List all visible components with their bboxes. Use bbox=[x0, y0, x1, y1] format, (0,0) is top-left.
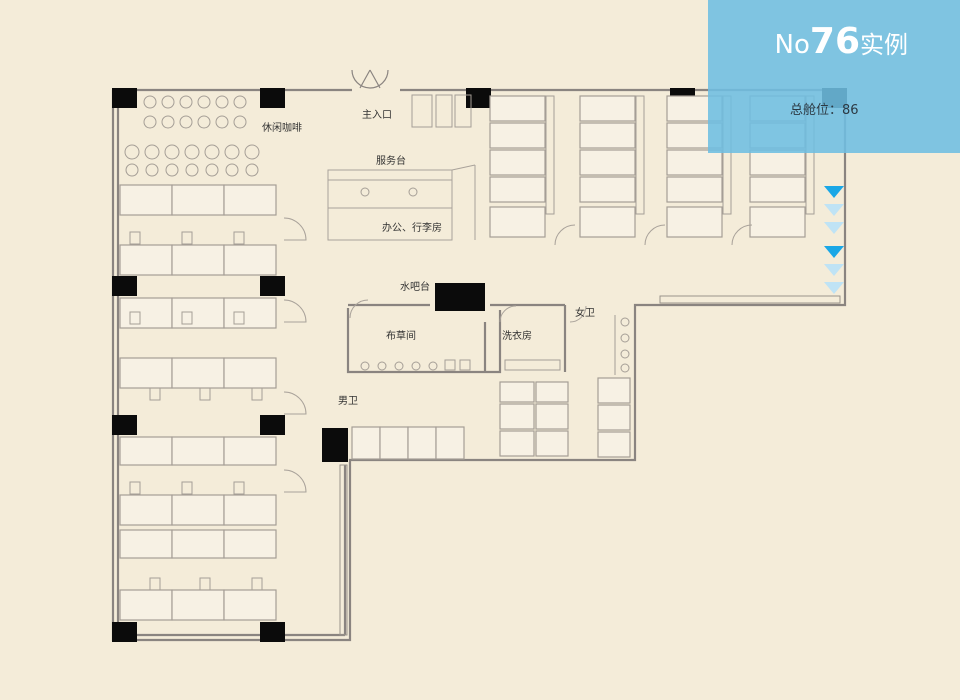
capsule-ladders-right bbox=[545, 95, 815, 215]
exit-arrow bbox=[824, 204, 844, 216]
service-rooms bbox=[346, 299, 587, 374]
case-info-panel: No76实例 总舱位：86 bbox=[708, 0, 960, 153]
label-lounge: 休闲咖啡 bbox=[262, 121, 302, 134]
label-office: 办公、行李房 bbox=[382, 221, 442, 234]
pillar bbox=[112, 415, 137, 435]
label-water-bar: 水吧台 bbox=[400, 280, 430, 293]
pillar bbox=[112, 622, 137, 642]
capsule-capacity: 总舱位：86 bbox=[790, 99, 859, 118]
pillar bbox=[466, 88, 491, 108]
entrance-doors bbox=[351, 69, 389, 89]
outer-walls bbox=[111, 88, 847, 642]
toilet-stalls-mens bbox=[351, 426, 465, 460]
hatched-wall-left bbox=[339, 464, 348, 636]
womens-washroom-fixtures bbox=[614, 315, 630, 375]
pillar bbox=[112, 276, 137, 296]
label-linen: 布草间 bbox=[386, 329, 416, 342]
exit-arrow bbox=[824, 264, 844, 276]
capsule-block-left bbox=[119, 184, 277, 621]
pillar bbox=[322, 428, 348, 462]
label-entrance: 主入口 bbox=[362, 109, 392, 121]
label-womens-wc: 女卫 bbox=[575, 306, 595, 319]
toilet-stalls-right bbox=[597, 377, 631, 458]
toilet-stalls-center bbox=[499, 381, 569, 457]
label-mens-wc: 男卫 bbox=[338, 395, 358, 407]
case-number: 76 bbox=[809, 21, 860, 62]
case-suffix: 实例 bbox=[860, 31, 908, 59]
pillar bbox=[260, 88, 285, 108]
exit-arrow bbox=[824, 186, 844, 198]
exit-arrow bbox=[824, 222, 844, 234]
linen-fixtures bbox=[360, 359, 471, 371]
exit-arrows bbox=[824, 186, 844, 294]
label-reception: 服务台 bbox=[376, 154, 406, 167]
pillar bbox=[260, 622, 285, 642]
capsule-ladders-left bbox=[129, 231, 263, 591]
capacity-label: 总舱位： bbox=[790, 103, 843, 118]
washing-machines bbox=[504, 359, 561, 371]
pillar bbox=[112, 88, 137, 108]
service-desk-area bbox=[327, 164, 476, 241]
hatched-wall-right bbox=[659, 295, 841, 304]
lobby-furniture bbox=[411, 94, 472, 128]
pillar bbox=[260, 415, 285, 435]
exit-arrow bbox=[824, 282, 844, 294]
door-swings-right bbox=[554, 224, 753, 246]
label-laundry: 洗衣房 bbox=[502, 329, 532, 342]
door-swings-left bbox=[283, 217, 307, 493]
cafe-seating bbox=[124, 95, 260, 177]
pillar bbox=[435, 283, 485, 311]
case-prefix: No bbox=[774, 30, 810, 60]
pillar bbox=[260, 276, 285, 296]
exit-arrow bbox=[824, 246, 844, 258]
case-title: No76实例 bbox=[775, 20, 908, 67]
capacity-value: 86 bbox=[842, 103, 859, 118]
